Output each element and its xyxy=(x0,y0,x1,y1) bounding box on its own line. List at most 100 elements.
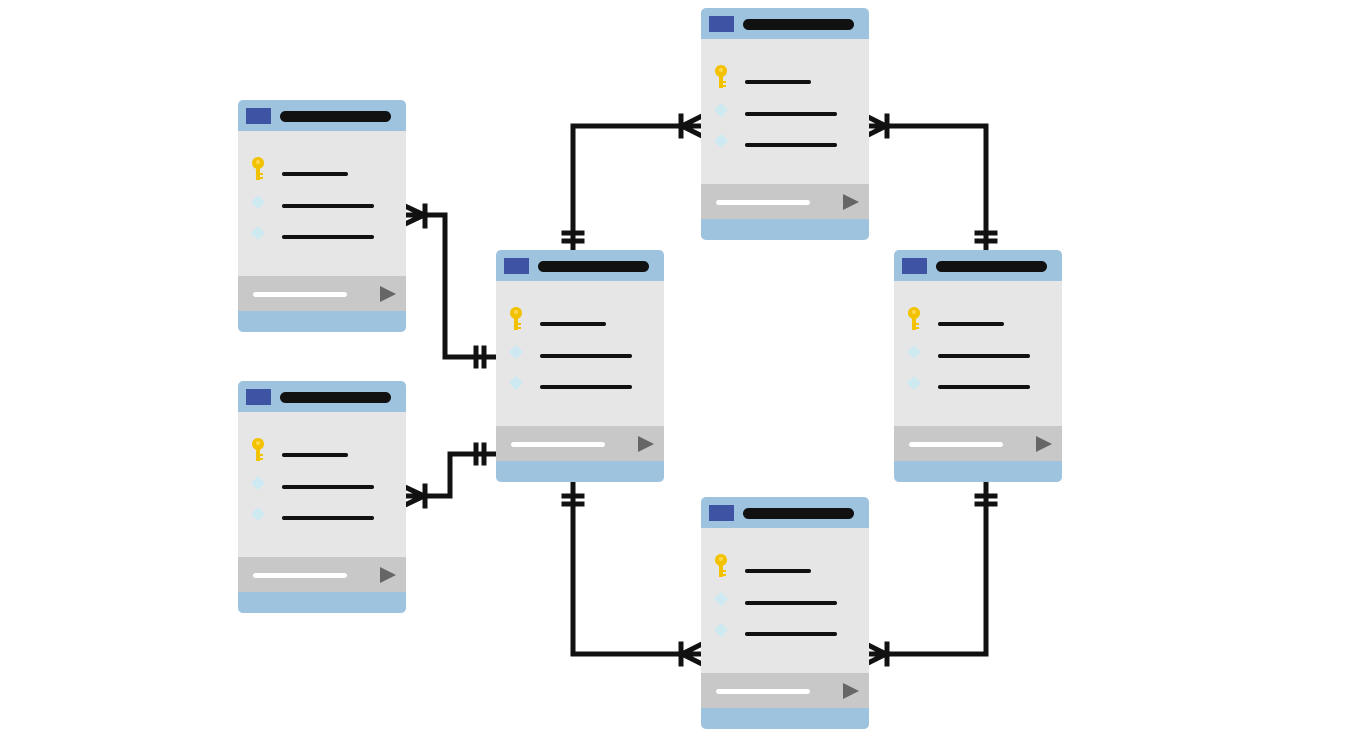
key-icon xyxy=(250,156,266,180)
table-footer xyxy=(496,426,664,461)
diamond-icon xyxy=(906,375,922,395)
diamond-icon xyxy=(250,506,266,526)
footer-text-placeholder xyxy=(253,573,347,578)
primary-key-row xyxy=(701,64,869,88)
key-icon xyxy=(713,64,729,88)
field-row xyxy=(238,475,406,495)
field-row xyxy=(496,344,664,364)
table-title-placeholder xyxy=(936,261,1047,272)
table-header xyxy=(238,381,406,412)
table-title-placeholder xyxy=(280,111,391,122)
play-icon[interactable] xyxy=(1036,436,1052,452)
relationship-line-lefttop-center xyxy=(401,202,498,369)
play-icon[interactable] xyxy=(380,286,396,302)
field-name-placeholder xyxy=(540,322,606,326)
table-bottom-band xyxy=(496,461,664,482)
table-header-icon xyxy=(709,505,734,521)
key-icon xyxy=(713,553,729,577)
footer-text-placeholder xyxy=(511,442,605,447)
primary-key-row xyxy=(496,306,664,330)
table-header-icon xyxy=(709,16,734,32)
footer-text-placeholder xyxy=(716,200,810,205)
table-title-placeholder xyxy=(280,392,391,403)
footer-text-placeholder xyxy=(909,442,1003,447)
table-header-icon xyxy=(246,108,271,124)
diamond-icon xyxy=(713,133,729,153)
field-name-placeholder xyxy=(745,632,837,636)
field-name-placeholder xyxy=(745,569,811,573)
table-header xyxy=(238,100,406,131)
table-bottom-band xyxy=(894,461,1062,482)
key-icon xyxy=(250,437,266,461)
field-name-placeholder xyxy=(282,516,374,520)
field-name-placeholder xyxy=(745,601,837,605)
primary-key-row xyxy=(238,437,406,461)
field-row xyxy=(238,225,406,245)
table-header-icon xyxy=(902,258,927,274)
field-name-placeholder xyxy=(938,322,1004,326)
table-header-icon xyxy=(246,389,271,405)
diamond-icon xyxy=(508,344,524,364)
field-row xyxy=(238,194,406,214)
field-row xyxy=(496,375,664,395)
field-name-placeholder xyxy=(282,235,374,239)
table-footer xyxy=(238,557,406,592)
field-name-placeholder xyxy=(745,80,811,84)
table-title-placeholder xyxy=(743,19,854,30)
field-name-placeholder xyxy=(540,354,632,358)
field-row xyxy=(701,133,869,153)
table-header xyxy=(496,250,664,281)
diamond-icon xyxy=(713,102,729,122)
key-icon xyxy=(508,306,524,330)
play-icon[interactable] xyxy=(638,436,654,452)
diamond-icon xyxy=(250,225,266,245)
relationship-line-right-top xyxy=(864,113,998,253)
primary-key-row xyxy=(238,156,406,180)
field-row xyxy=(701,102,869,122)
diamond-icon xyxy=(250,475,266,495)
relationship-line-center-bottom xyxy=(561,479,704,667)
table-header xyxy=(894,250,1062,281)
table-center[interactable] xyxy=(496,250,664,482)
table-bottom[interactable] xyxy=(701,497,869,729)
table-left-bottom[interactable] xyxy=(238,381,406,613)
er-diagram-canvas: { "colors": { "header": "#9ec3df", "head… xyxy=(238,8,1062,729)
play-icon[interactable] xyxy=(843,683,859,699)
table-header xyxy=(701,8,869,39)
table-bottom-band xyxy=(238,592,406,613)
relationship-line-leftbottom-center xyxy=(401,442,498,509)
key-icon xyxy=(906,306,922,330)
diamond-icon xyxy=(508,375,524,395)
table-footer xyxy=(701,673,869,708)
table-footer xyxy=(238,276,406,311)
diamond-icon xyxy=(713,622,729,642)
table-left-top[interactable] xyxy=(238,100,406,332)
field-name-placeholder xyxy=(282,485,374,489)
diamond-icon xyxy=(713,591,729,611)
field-row xyxy=(701,622,869,642)
table-footer xyxy=(701,184,869,219)
primary-key-row xyxy=(894,306,1062,330)
table-footer xyxy=(894,426,1062,461)
relationship-line-right-bottom xyxy=(864,479,998,667)
table-top[interactable] xyxy=(701,8,869,240)
footer-text-placeholder xyxy=(253,292,347,297)
field-name-placeholder xyxy=(282,172,348,176)
play-icon[interactable] xyxy=(843,194,859,210)
field-row xyxy=(701,591,869,611)
table-bottom-band xyxy=(701,708,869,729)
table-right[interactable] xyxy=(894,250,1062,482)
field-row xyxy=(894,344,1062,364)
field-row xyxy=(238,506,406,526)
field-name-placeholder xyxy=(745,143,837,147)
table-bottom-band xyxy=(701,219,869,240)
relationship-connectors xyxy=(401,113,998,667)
field-name-placeholder xyxy=(745,112,837,116)
field-name-placeholder xyxy=(540,385,632,389)
relationship-line-center-top xyxy=(561,113,704,253)
play-icon[interactable] xyxy=(380,567,396,583)
table-bottom-band xyxy=(238,311,406,332)
field-name-placeholder xyxy=(282,453,348,457)
field-name-placeholder xyxy=(938,354,1030,358)
diamond-icon xyxy=(250,194,266,214)
